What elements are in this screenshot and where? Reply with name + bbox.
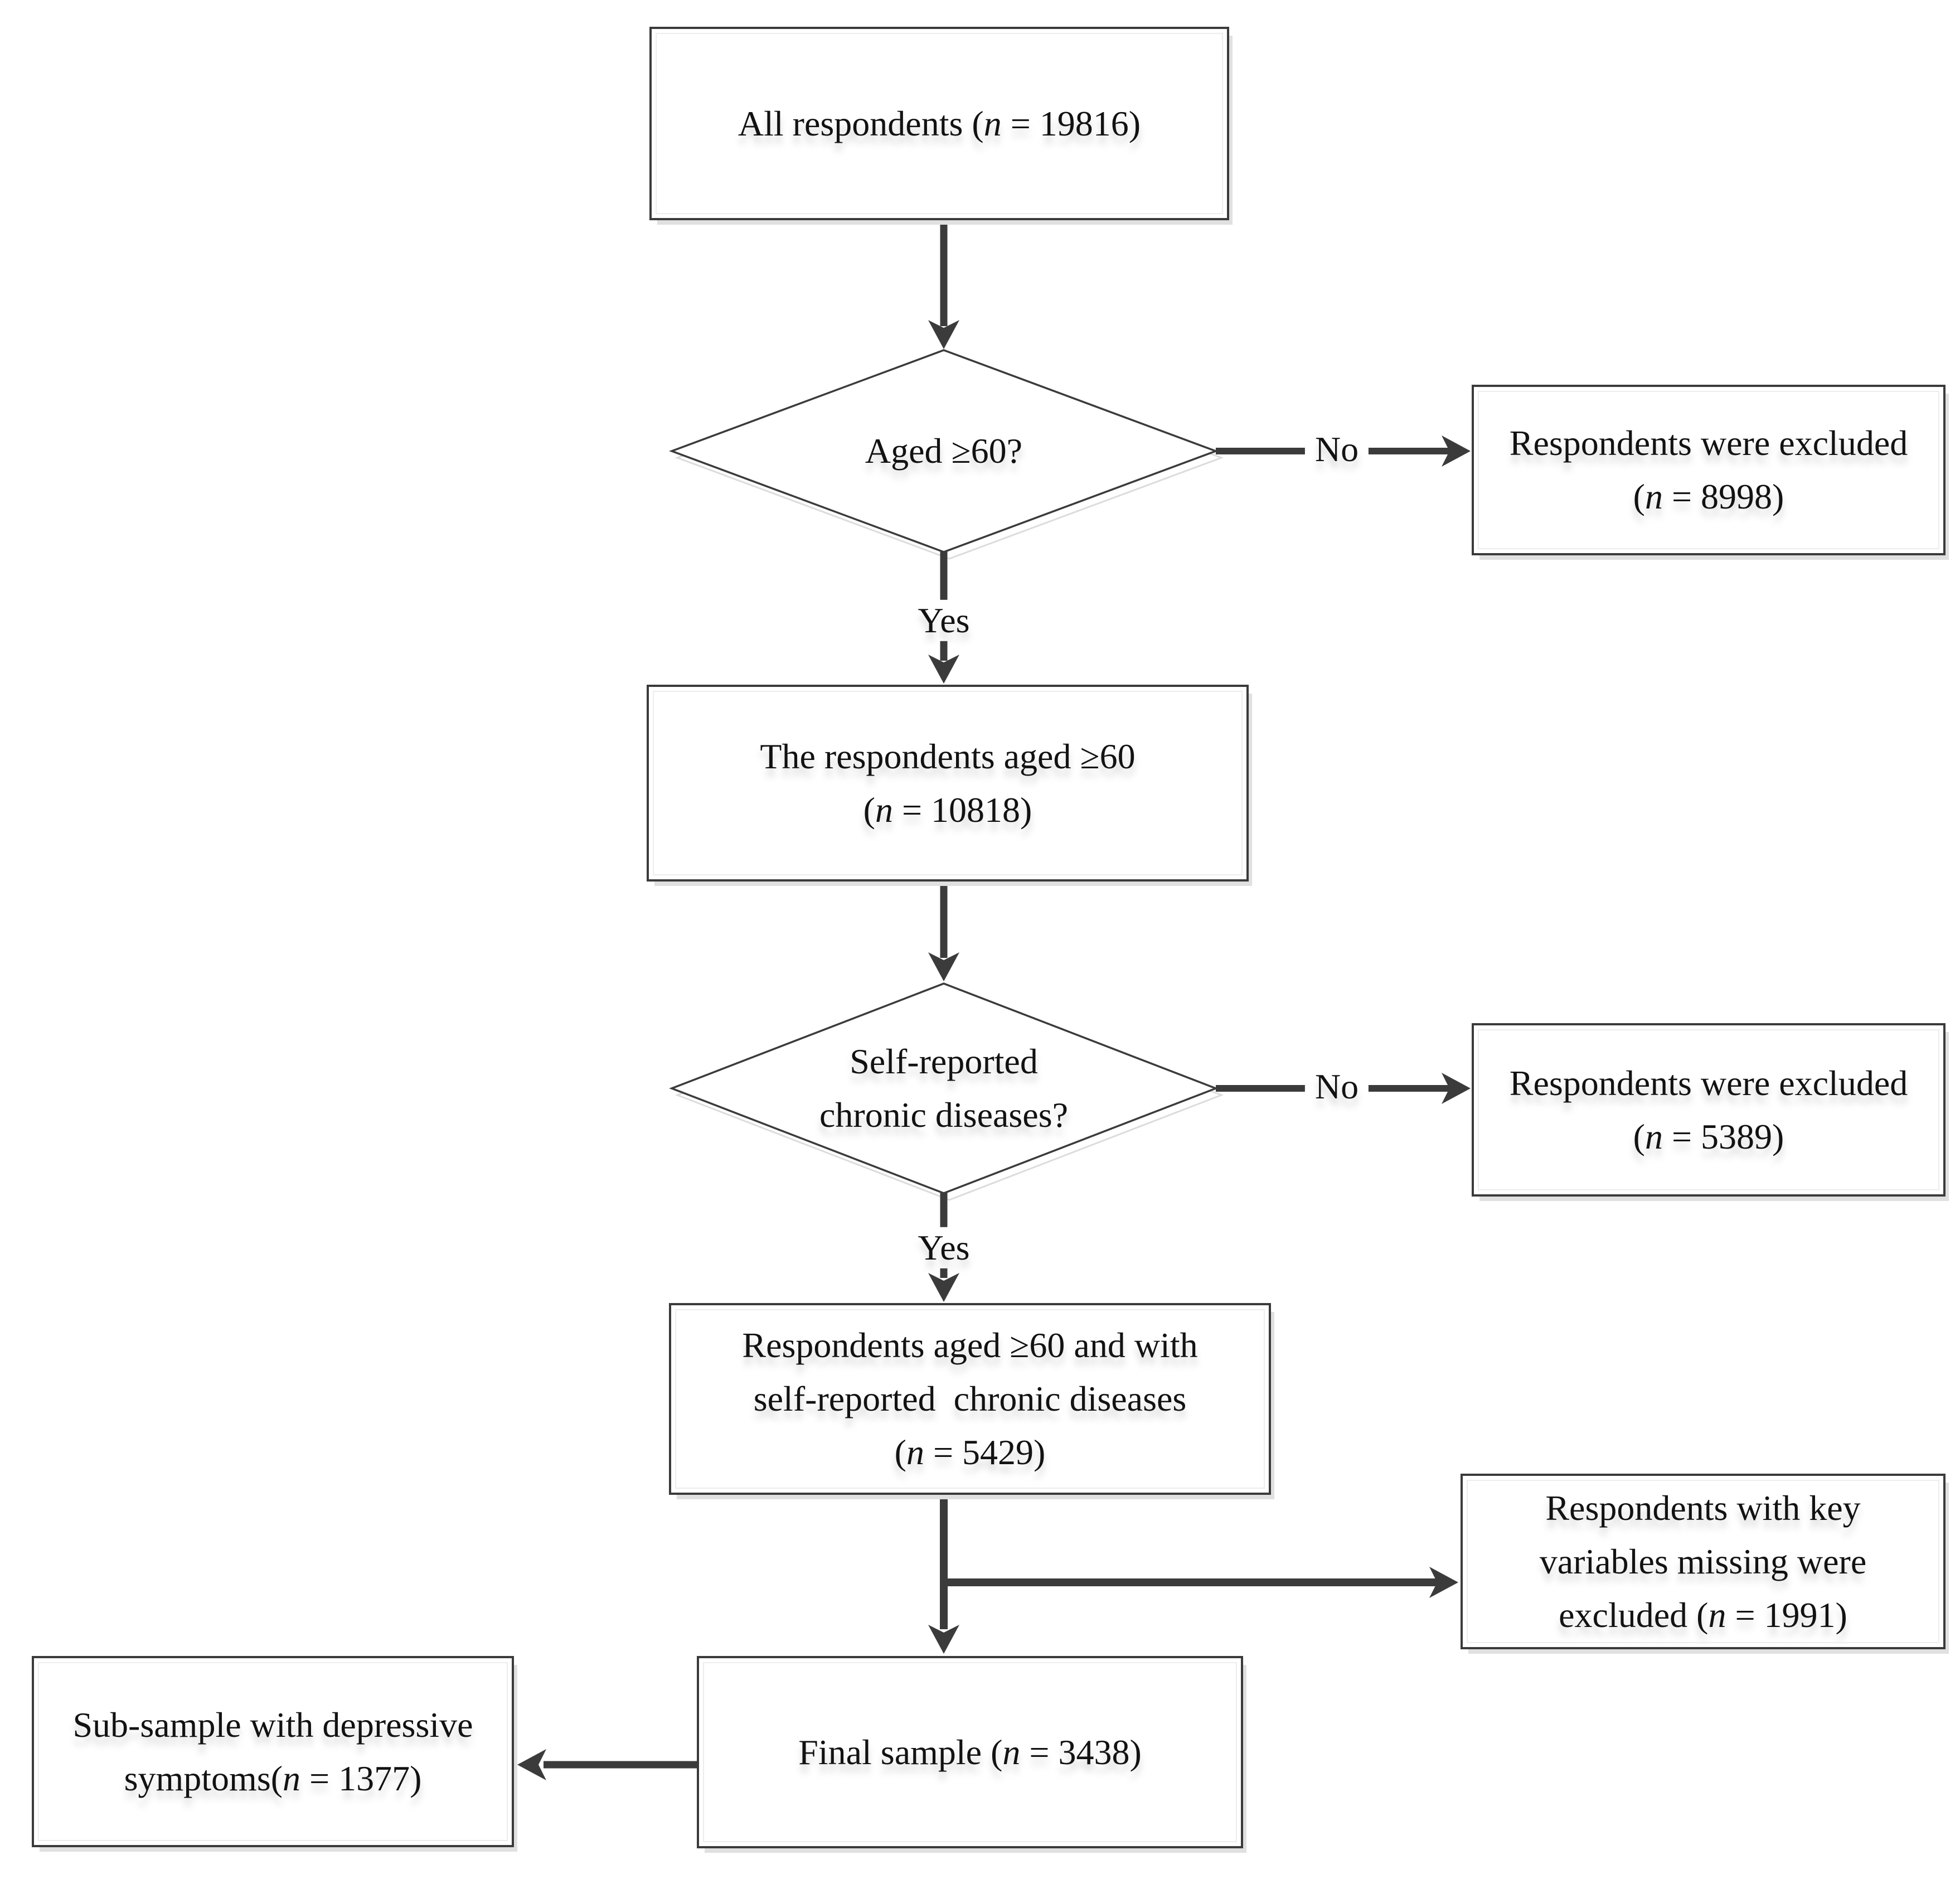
arrowhead-down-1: [928, 320, 959, 349]
node-text-line: Final sample (n = 3438): [798, 1732, 1142, 1772]
node-text-line: chronic diseases?: [819, 1095, 1069, 1135]
node-text-line: symptoms(n = 1377): [124, 1758, 422, 1798]
node-chronic-decision-label: Self-reported chronic diseases?: [672, 984, 1216, 1193]
arrowhead-no-chronic: [1442, 1073, 1471, 1104]
node-text-line: Respondents were excluded: [1509, 423, 1908, 463]
node-final-sample: Final sample (n = 3438): [697, 1656, 1243, 1848]
node-text-line: (n = 8998): [1633, 477, 1784, 516]
node-excluded-age: Respondents were excluded (n = 8998): [1472, 385, 1946, 555]
node-all-respondents: All respondents (n = 19816): [649, 27, 1229, 220]
node-text-line: Sub-sample with depressive: [72, 1704, 473, 1745]
edge-label-yes-age: Yes: [908, 599, 980, 642]
node-text-line: (n = 10818): [863, 790, 1032, 830]
node-text-line: All respondents (n = 19816): [738, 103, 1141, 143]
node-text-line: Respondents were excluded: [1509, 1063, 1908, 1103]
node-subsample: Sub-sample with depressive symptoms(n = …: [32, 1656, 514, 1847]
node-text-line: (n = 5389): [1633, 1116, 1784, 1156]
node-text-line: excluded (n = 1991): [1559, 1595, 1847, 1635]
arrowhead-into-final: [928, 1625, 959, 1654]
node-excluded-chronic: Respondents were excluded (n = 5389): [1472, 1023, 1946, 1197]
node-aged-60: The respondents aged ≥60 (n = 10818): [647, 685, 1249, 882]
arrowhead-yes-age: [928, 655, 959, 684]
node-text-line: Respondents with key: [1545, 1488, 1861, 1528]
node-text-line: Self-reported: [850, 1042, 1038, 1081]
node-text-line: self-reported chronic diseases: [753, 1379, 1187, 1418]
node-text-line: Aged ≥60?: [865, 431, 1023, 471]
node-aged-chronic: Respondents aged ≥60 and with self-repor…: [669, 1303, 1271, 1495]
node-text-line: variables missing were: [1539, 1541, 1867, 1581]
node-aged-decision-label: Aged ≥60?: [672, 350, 1216, 552]
edge-label-yes-chronic: Yes: [908, 1227, 980, 1269]
node-text-line: The respondents aged ≥60: [760, 736, 1136, 776]
node-text-line: (n = 5429): [894, 1432, 1046, 1472]
node-excluded-missing: Respondents with key variables missing w…: [1461, 1474, 1946, 1649]
arrowhead-down-2: [928, 952, 959, 981]
edge-label-no-chronic: No: [1304, 1066, 1369, 1108]
arrowhead-into-subsample: [517, 1749, 546, 1780]
arrowhead-no-age: [1442, 435, 1471, 467]
node-text-line: Respondents aged ≥60 and with: [742, 1325, 1198, 1365]
arrowhead-branch-missing: [1429, 1567, 1458, 1598]
arrowhead-yes-chronic: [928, 1273, 959, 1302]
edge-label-no-age: No: [1304, 428, 1369, 471]
